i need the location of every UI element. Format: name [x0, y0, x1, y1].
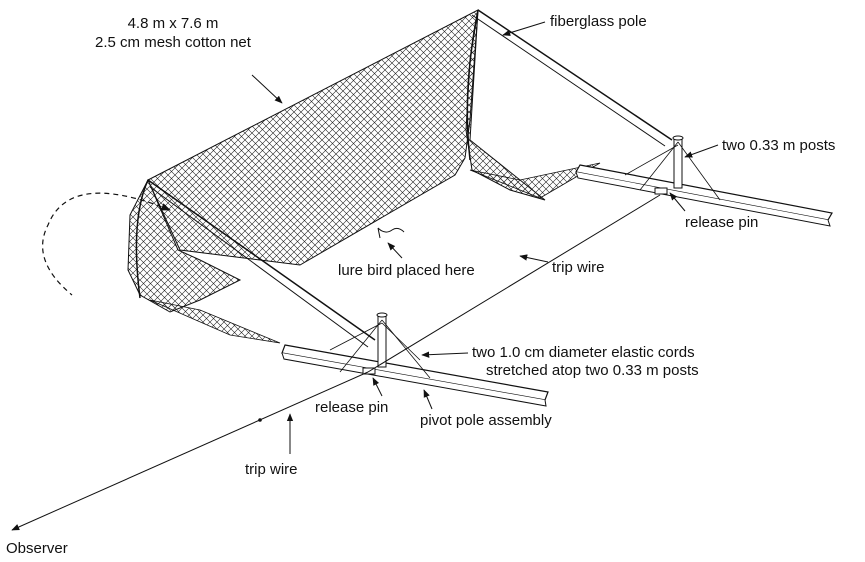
label-release-pin-left: release pin [315, 399, 388, 416]
mesh-net [127, 9, 601, 344]
label-elastic-cords-1: two 1.0 cm diameter elastic cords [472, 344, 695, 361]
trip-wires [11, 194, 661, 531]
lure-bird-icon [377, 227, 405, 239]
callout-arrows [251, 21, 719, 454]
label-net-mesh: 2.5 cm mesh cotton net [95, 34, 252, 51]
label-trip-wire-left: trip wire [245, 461, 298, 478]
label-release-pin-right: release pin [685, 214, 758, 231]
label-pivot-pole-assembly: pivot pole assembly [420, 412, 552, 429]
label-posts-right: two 0.33 m posts [722, 137, 835, 154]
label-trip-wire-middle: trip wire [552, 259, 605, 276]
label-lure-bird: lure bird placed here [338, 262, 475, 279]
label-elastic-cords-2: stretched atop two 0.33 m posts [486, 362, 699, 379]
label-fiberglass-pole: fiberglass pole [550, 13, 647, 30]
label-observer: Observer [6, 540, 68, 557]
labels: 4.8 m x 7.6 m 2.5 cm mesh cotton net fib… [6, 13, 835, 557]
label-net-size: 4.8 m x 7.6 m [128, 15, 219, 32]
